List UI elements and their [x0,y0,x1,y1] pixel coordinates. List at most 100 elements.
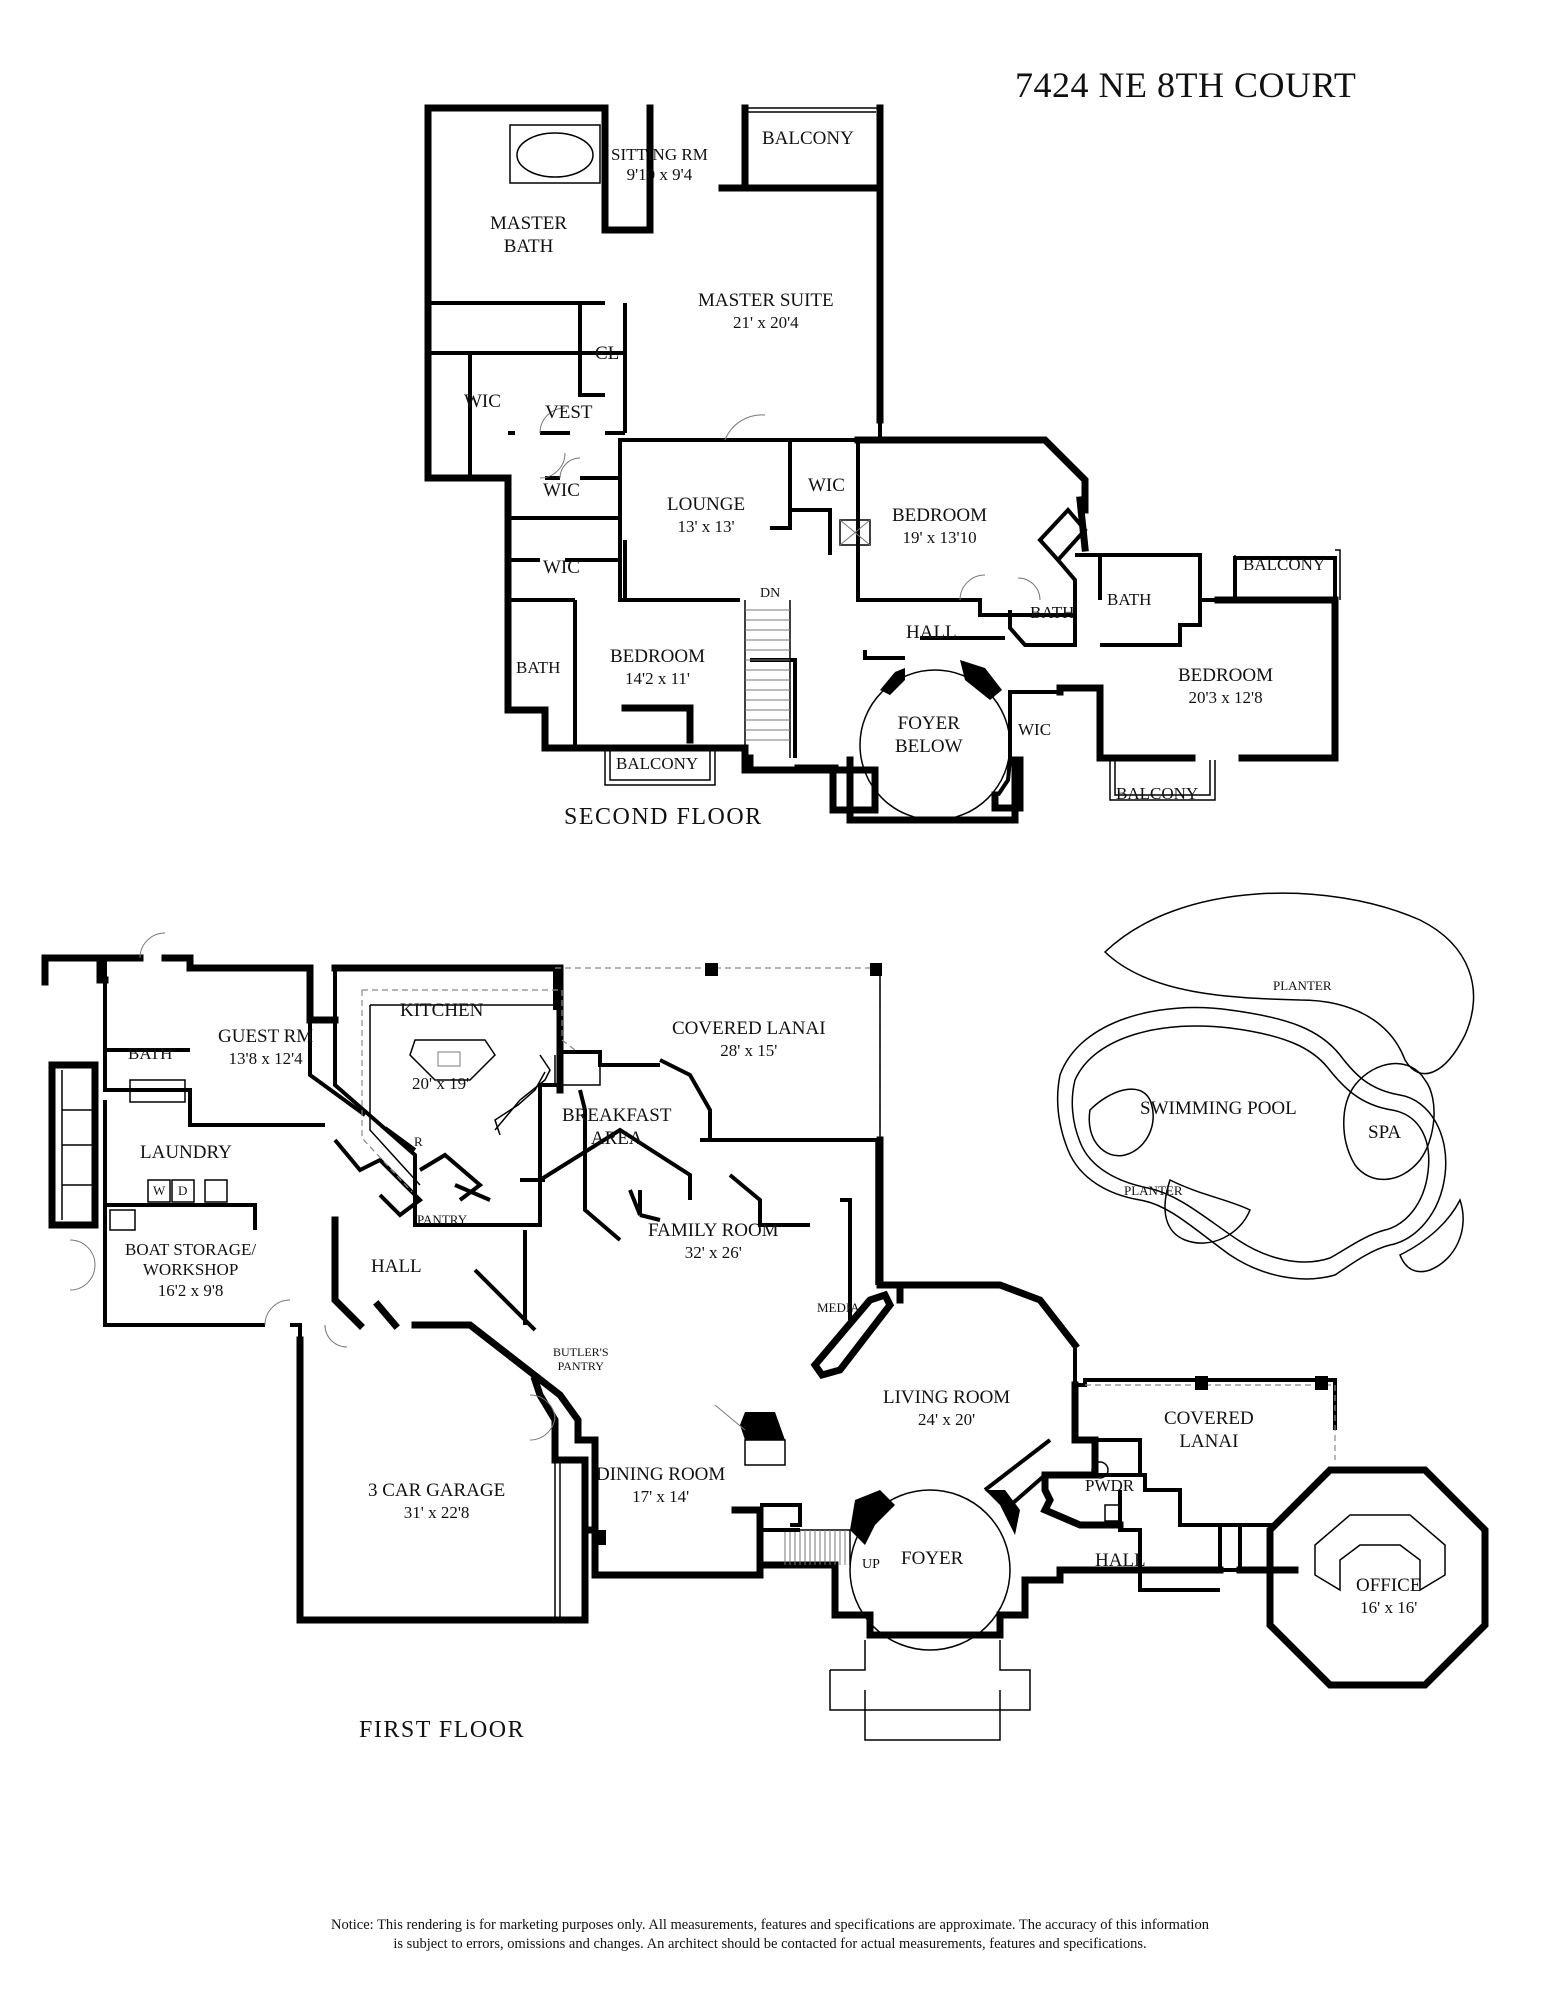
room-name: COVERED LANAI [672,1018,826,1039]
stairs-second [744,600,791,758]
room-name-2: BATH [503,235,554,257]
room-dims: 20' x 19' [412,1074,470,1093]
room-name: CL [595,343,620,364]
room-lounge: LOUNGE 13' x 13' [667,494,745,537]
room-bath-first: BATH [128,1044,172,1064]
room-balcony-bottom-right: BALCONY [1116,784,1198,804]
property-address-title: 7424 NE 8TH COURT [1015,65,1357,105]
room-dims: 13' x 13' [677,516,735,536]
room-name: BEDROOM [610,646,706,667]
room-balcony-top: BALCONY [762,128,854,151]
room-name: FOYER [901,1548,964,1569]
stairs-dn-label: DN [760,586,781,601]
room-dining-room: DINING ROOM 17' x 14' [596,1464,725,1507]
room-name: DINING ROOM [596,1464,726,1485]
room-name: GUEST RM [218,1026,314,1047]
room-name: W [153,1183,166,1198]
room-hall-second: HALL [906,622,957,645]
room-office: OFFICE 16' x 16' [1356,1575,1421,1618]
room-dims: 13'8 x 12'4 [228,1048,303,1068]
stairs-up-label: UP [862,1557,880,1572]
room-hall-first-left: HALL [371,1256,422,1279]
room-kitchen-label: KITCHEN [400,1000,483,1023]
dryer-label: D [178,1183,187,1199]
room-bath-3: BATH [516,658,560,678]
room-pwdr: PWDR [1085,1476,1134,1496]
room-boat-storage: BOAT STORAGE/ WORKSHOP 16'2 x 9'8 [125,1240,256,1301]
spa-label: SPA [1368,1122,1401,1145]
room-name-2: LANAI [1179,1430,1239,1452]
room-name: LOUNGE [667,494,746,515]
room-dims: 32' x 26' [684,1242,742,1262]
room-name: KITCHEN [400,1000,484,1021]
room-name: WIC [543,480,580,501]
second-floor-walls [424,104,1341,824]
room-wic-3: WIC [808,475,845,498]
room-dims: 31' x 22'8 [403,1502,470,1522]
room-name-2: BELOW [895,735,963,757]
first-floor-title: FIRST FLOOR [359,1717,526,1743]
room-name: COVERED [1164,1408,1254,1429]
room-name-2: WORKSHOP [142,1260,239,1280]
room-bedroom-1: BEDROOM 19' x 13'10 [892,505,987,548]
swimming-pool-drawing [1056,892,1475,1280]
room-name: BREAKFAST [562,1105,672,1126]
room-name: 3 CAR GARAGE [368,1480,506,1501]
room-vest: VEST [545,402,593,425]
room-bath-1: BATH [1030,603,1074,623]
room-laundry: LAUNDRY [140,1142,232,1165]
room-master-suite: MASTER SUITE 21' x 20'4 [698,290,834,333]
room-dims: 20'3 x 12'8 [1188,687,1263,707]
room-pantry: PANTRY [417,1212,467,1228]
room-name: OFFICE [1356,1575,1422,1596]
room-name: BATH [128,1044,173,1063]
room-bath-2: BATH [1107,590,1151,610]
room-name: MEDIA [817,1300,860,1315]
room-name: BALCONY [762,128,854,149]
washer-label: W [153,1183,165,1199]
room-name: SITTING RM [611,145,708,164]
stairs-first [759,1503,851,1565]
room-dims: 19' x 13'10 [902,527,977,547]
room-dims: 9'10 x 9'4 [626,165,693,185]
refrigerator-label: R [414,1134,423,1150]
room-name: FOYER [897,713,960,734]
room-name: VEST [545,402,593,423]
room-name: WIC [808,475,845,496]
room-name: PLANTER [1124,1183,1183,1198]
notice-line-1: Notice: This rendering is for marketing … [331,1917,1209,1933]
room-name: BATH [1107,590,1152,609]
room-kitchen-dims: 20' x 19' [412,1074,469,1094]
room-name: WIC [464,391,501,412]
room-living-room: LIVING ROOM 24' x 20' [883,1387,1010,1430]
room-dims: 14'2 x 11' [625,668,690,688]
planter-bottom-label: PLANTER [1124,1183,1183,1199]
media-label: MEDIA [817,1300,860,1316]
room-name: HALL [906,622,957,643]
first-floor-walls [41,932,1489,1741]
room-name: HALL [371,1256,422,1277]
room-name: WIC [1018,720,1052,739]
room-name: LIVING ROOM [883,1387,1011,1408]
room-dims: 16'2 x 9'8 [157,1280,224,1300]
room-name: BALCONY [1116,784,1199,803]
room-bedroom-2: BEDROOM 14'2 x 11' [610,646,705,689]
room-name: WIC [543,557,580,578]
room-name: D [178,1183,188,1198]
room-butlers-pantry: BUTLER'S PANTRY [553,1345,609,1374]
room-sitting-rm: SITTING RM 9'10 x 9'4 [611,145,708,186]
disclaimer-notice: Notice: This rendering is for marketing … [200,1916,1340,1954]
room-dims: 16' x 16' [1360,1597,1418,1617]
room-name: BEDROOM [892,505,988,526]
room-name: BEDROOM [1178,665,1274,686]
room-wic-2: WIC [543,480,580,503]
room-name: PLANTER [1273,978,1332,993]
room-foyer: FOYER [901,1548,963,1571]
room-name-2: PANTRY [557,1359,604,1374]
room-dims: 21' x 20'4 [733,312,799,332]
room-wic-1: WIC [464,391,501,414]
room-dims: 24' x 20' [918,1409,976,1429]
room-wic-5: WIC [1018,720,1051,740]
room-name: SWIMMING POOL [1140,1098,1297,1119]
